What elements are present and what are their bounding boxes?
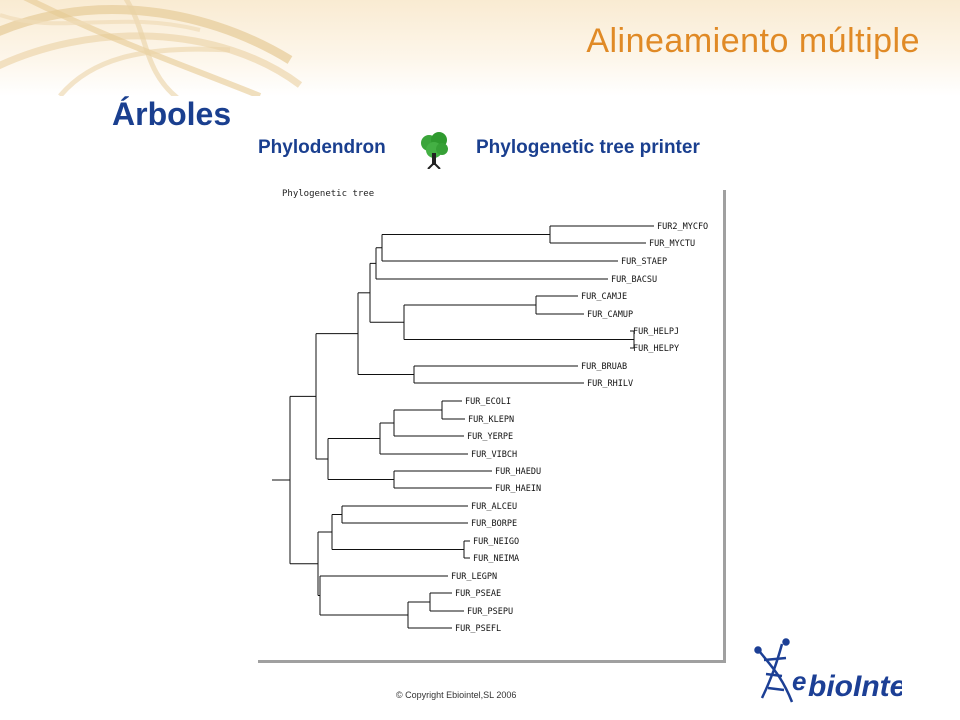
taxon-label: FUR_CAMUP (587, 310, 633, 320)
taxon-label: FUR_ALCEU (471, 502, 517, 512)
phylogenetic-tree: FUR2_MYCFO FUR_MYCTU FUR_STAEP FUR_BACSU FUR… (272, 222, 708, 634)
taxon-label: FUR_PSEPU (467, 607, 513, 617)
slide-title: Alineamiento múltiple (586, 22, 920, 60)
taxon-label: FUR_ECOLI (465, 397, 511, 407)
header-banner (0, 0, 960, 96)
copyright: © Copyright Ebiointel,SL 2006 (396, 690, 517, 700)
dna-icon (754, 638, 794, 703)
decorative-swirl (0, 0, 303, 96)
taxon-label: FUR_VIBCH (471, 450, 517, 460)
tool-description: Phylogenetic tree printer (476, 137, 700, 158)
taxon-label: FUR_BACSU (611, 275, 657, 285)
taxon-label: FUR_HAEIN (495, 484, 541, 494)
taxon-label: FUR_NEIGO (473, 537, 519, 547)
taxon-label: FUR_PSEFL (455, 624, 501, 634)
taxon-label: FUR_PSEAE (455, 589, 501, 599)
section-heading: Árboles (112, 96, 232, 132)
taxon-label: FUR2_MYCFO (657, 222, 708, 232)
tree-window: FUR2_MYCFO FUR_MYCTU FUR_STAEP FUR_BACSU FUR… (258, 190, 726, 663)
ebiointel-logo: e bioIntel (752, 632, 915, 712)
taxon-label: FUR_LEGPN (451, 572, 497, 582)
tree-icon (415, 129, 455, 170)
taxon-label: FUR_BORPE (471, 519, 517, 529)
taxon-label: FUR_HELPY (633, 344, 679, 354)
taxon-label: FUR_CAMJE (581, 292, 627, 302)
taxon-label: FUR_HAEDU (495, 467, 541, 477)
logo-text: bioIntel (808, 670, 902, 703)
taxon-label: FUR_RHILV (587, 379, 633, 389)
logo-prefix: e (792, 666, 806, 696)
taxon-label: FUR_STAEP (621, 257, 667, 267)
taxon-label: FUR_NEIMA (473, 554, 519, 564)
tool-name: Phylodendron (258, 137, 386, 158)
taxon-label: FUR_BRUAB (581, 362, 627, 372)
tree-caption: Phylogenetic tree (282, 189, 375, 199)
taxon-label: FUR_YERPE (467, 432, 513, 442)
taxon-label: FUR_KLEPN (468, 415, 514, 425)
taxon-label: FUR_MYCTU (649, 239, 695, 249)
taxon-label: FUR_HELPJ (633, 327, 679, 337)
